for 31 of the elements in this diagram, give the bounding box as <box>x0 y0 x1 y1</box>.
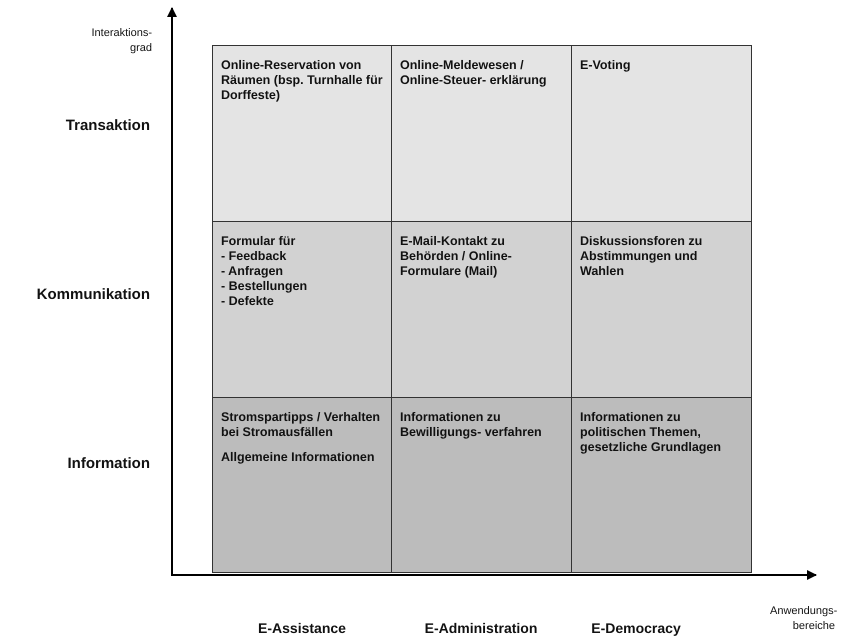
column-label: E-Democracy <box>590 620 682 636</box>
cell-text: Diskussionsforen zu Abstimmungen und Wahlen <box>580 234 704 279</box>
matrix-cell <box>571 221 752 398</box>
row-label: Kommunikation <box>36 286 150 303</box>
cell-text: E-Mail-Kontakt zu Behörden / Online-Formulare (Mail) <box>400 234 513 279</box>
cell-text: Allgemeine Informationen <box>221 450 376 465</box>
row-label: Information <box>66 455 150 472</box>
cell-text: Stromspartipps / Verhalten bei Stromausfällen <box>221 410 382 440</box>
matrix-cell <box>212 45 392 222</box>
matrix-cell <box>212 221 392 398</box>
cell-text: - Feedback <box>221 249 288 264</box>
cell-text: Informationen zu Bewilligungs- verfahren <box>400 410 543 440</box>
matrix-cell <box>212 397 392 573</box>
matrix-cell <box>571 45 752 222</box>
cell-text: Informationen zu politischen Themen, gesetzliche Grundlagen <box>580 410 722 455</box>
matrix-cell <box>391 45 572 222</box>
column-label: E-Administration <box>424 620 538 636</box>
cell-text: Online-Meldewesen / Online-Steuer- erklärung <box>400 58 548 88</box>
cell-text: Online-Reservation von Räumen (bsp. Turnhalle für Dorffeste) <box>221 58 383 103</box>
cell-text: - Anfragen <box>221 264 284 279</box>
cell-text: - Defekte <box>221 294 275 309</box>
cell-text: - Bestellungen <box>221 279 308 294</box>
matrix-cell <box>391 221 572 398</box>
cell-text: E-Voting <box>580 58 632 73</box>
cell-text: Formular für <box>221 234 296 249</box>
row-label: Transaktion <box>64 117 150 134</box>
matrix-cell <box>391 397 572 573</box>
matrix-cell <box>571 397 752 573</box>
axis-label: Interaktions- grad <box>90 26 152 56</box>
axis-label: Anwendungs- bereiche <box>770 604 835 634</box>
column-label: E-Assistance <box>257 620 347 636</box>
